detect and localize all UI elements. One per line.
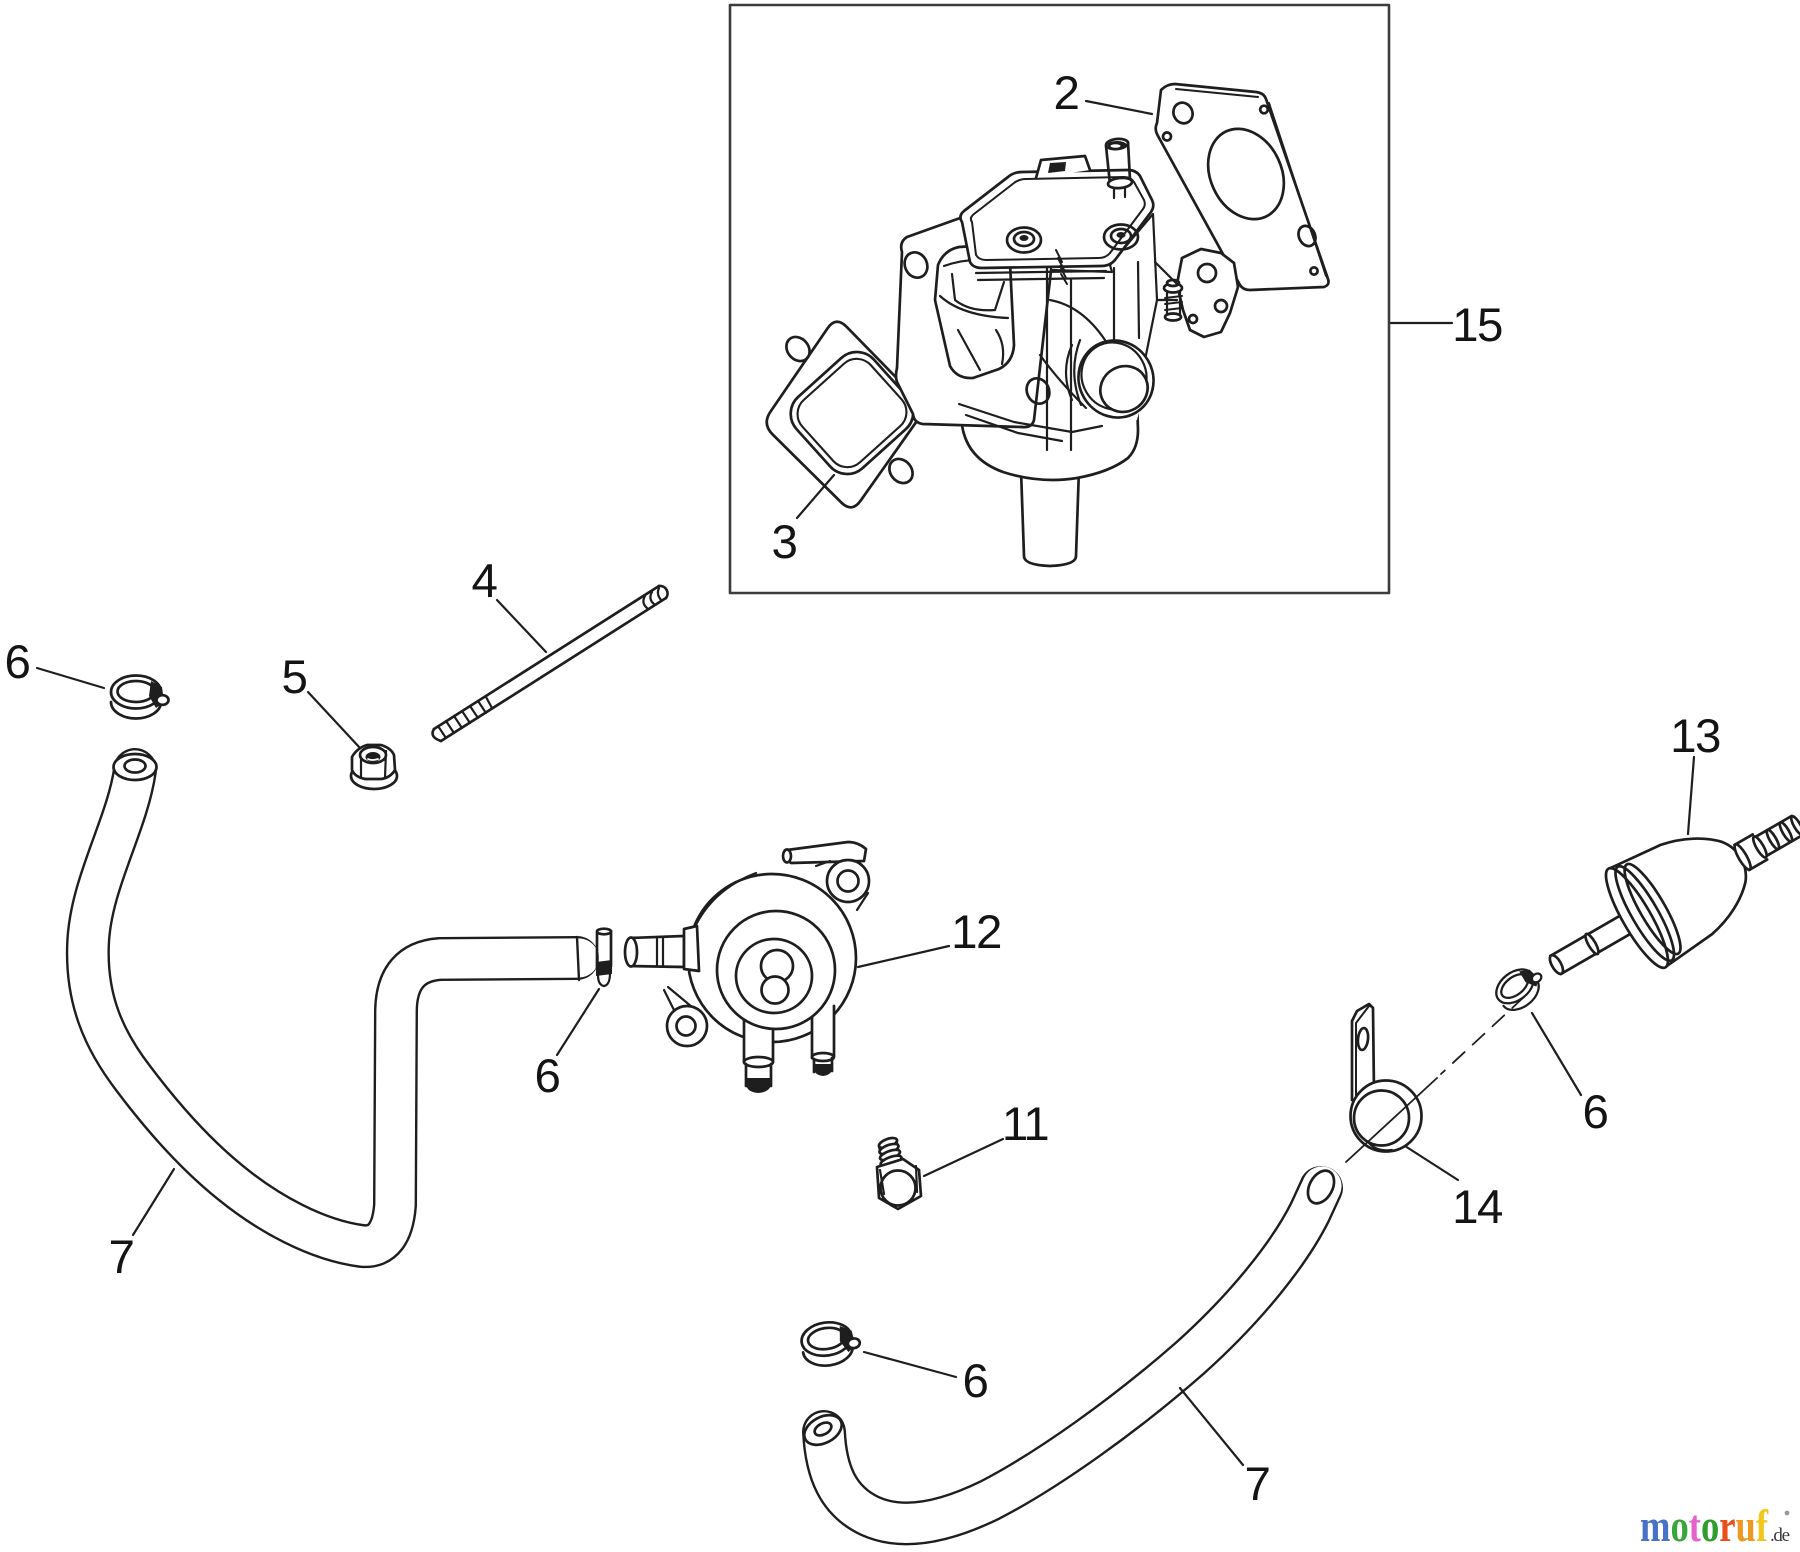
svg-text:6: 6: [963, 1355, 988, 1408]
svg-text:motoruf: motoruf: [1640, 1500, 1769, 1551]
svg-text:2: 2: [1054, 67, 1079, 120]
svg-text:15: 15: [1452, 299, 1502, 352]
svg-text:5: 5: [282, 651, 307, 704]
svg-text:13: 13: [1670, 710, 1720, 763]
svg-text:11: 11: [1002, 1098, 1048, 1151]
svg-text:4: 4: [472, 555, 498, 608]
svg-text:12: 12: [951, 906, 1001, 959]
svg-text:6: 6: [535, 1050, 560, 1103]
svg-text:14: 14: [1452, 1181, 1503, 1234]
svg-text:3: 3: [772, 516, 797, 569]
svg-text:6: 6: [5, 636, 30, 689]
svg-text:7: 7: [109, 1231, 134, 1284]
svg-text:7: 7: [1245, 1458, 1270, 1511]
svg-text:6: 6: [1583, 1086, 1608, 1139]
svg-text:.de: .de: [1770, 1525, 1790, 1546]
